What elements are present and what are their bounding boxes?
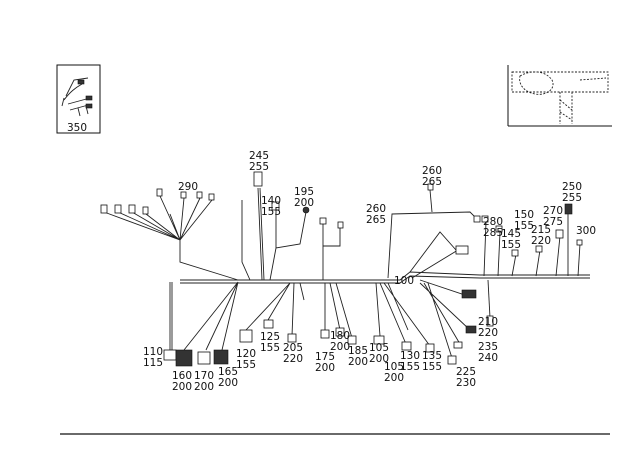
harness-wiring (103, 187, 590, 359)
connectors (100, 171, 583, 367)
callout-100: 100 (394, 275, 414, 287)
reference-thumbnail: 350 (56, 64, 101, 134)
ref-number: 350 (67, 122, 87, 134)
callout-300: 300 (576, 225, 596, 237)
harness-thumbnail-icon (61, 77, 93, 117)
callout-290: 290 (178, 181, 198, 193)
dashboard-icon (511, 71, 609, 124)
location-thumbnail (507, 65, 612, 127)
